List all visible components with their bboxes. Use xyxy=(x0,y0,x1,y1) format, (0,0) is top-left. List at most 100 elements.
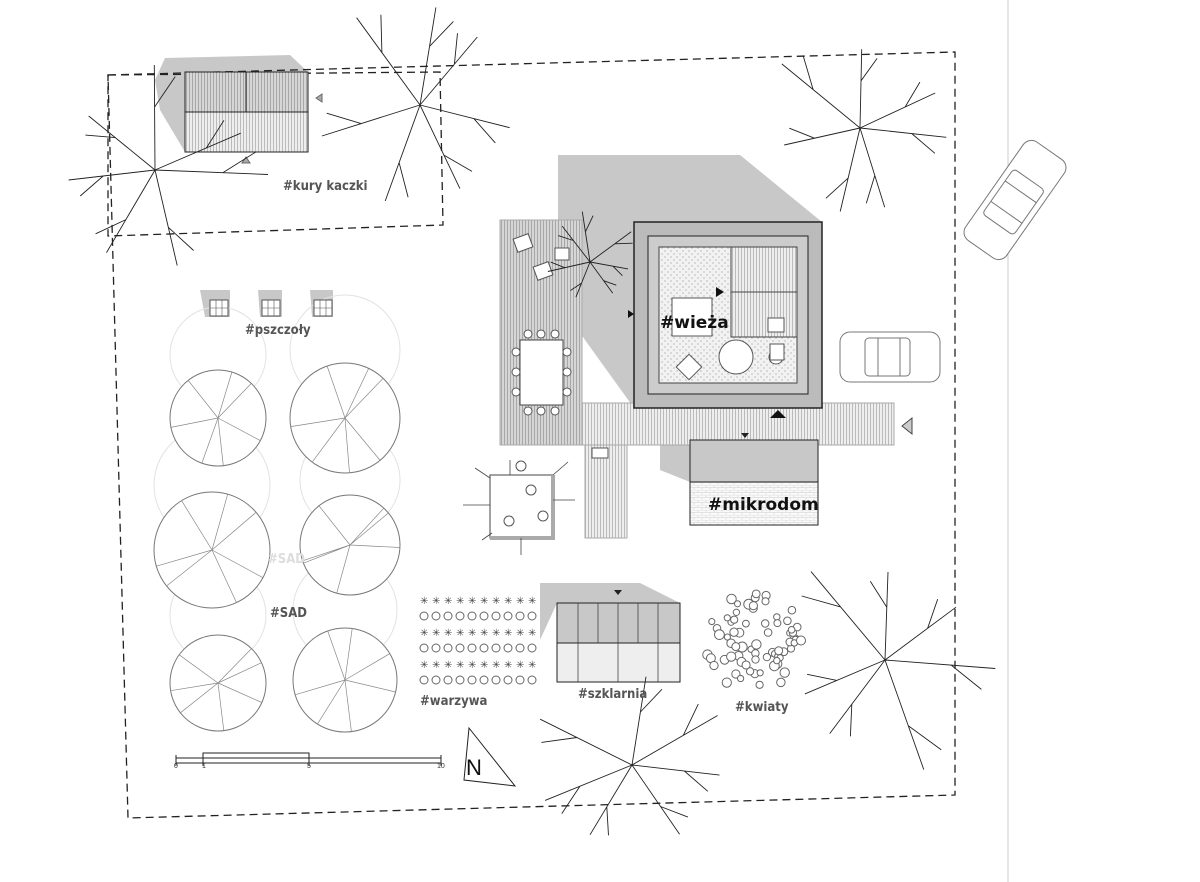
vegetable-plant: ✳ xyxy=(456,596,464,607)
vegetable-plant xyxy=(527,643,537,653)
trees xyxy=(68,7,996,836)
orchard-tree-branches xyxy=(170,648,262,731)
orchard-tree xyxy=(299,494,401,596)
flower xyxy=(741,619,750,628)
flower xyxy=(773,656,781,665)
vegetable-plant: ✳ xyxy=(516,596,524,607)
flower xyxy=(751,655,760,664)
vegetable-plant xyxy=(455,643,465,653)
car xyxy=(963,139,1067,261)
flower xyxy=(787,626,796,634)
chicken-coop xyxy=(184,71,323,164)
vegetable-plant: ✳ xyxy=(528,628,536,639)
vegetable-plant: ✳ xyxy=(492,628,500,639)
flower xyxy=(709,660,719,671)
flower xyxy=(779,667,790,678)
flower xyxy=(795,635,807,646)
flower xyxy=(755,680,764,689)
label-orchard-ghost: #SAD xyxy=(268,552,305,567)
vegetable-plant: ✳ xyxy=(420,596,428,607)
scale-tick: 1 xyxy=(202,763,206,770)
entrance-marker-icon xyxy=(315,93,323,103)
orchard-tree-branches xyxy=(170,371,261,466)
scale-tick: 10 xyxy=(437,763,445,770)
vegetable-plant xyxy=(479,643,489,653)
scale-tick: 0 xyxy=(174,763,178,770)
tree xyxy=(68,64,269,266)
vegetable-plant xyxy=(455,611,465,621)
deck xyxy=(499,219,913,539)
vegetable-plant xyxy=(479,611,489,621)
flower xyxy=(761,597,770,606)
flower xyxy=(730,615,739,624)
flower xyxy=(763,628,773,637)
orchard-tree-branches xyxy=(156,494,264,603)
vegetable-plant xyxy=(467,611,477,621)
vegetable-plant: ✳ xyxy=(432,628,440,639)
vegetable-plant xyxy=(503,611,513,621)
flower xyxy=(776,677,786,688)
tower: #wieża xyxy=(628,221,823,418)
north-arrow: N xyxy=(463,726,517,787)
vegetable-plant xyxy=(491,643,501,653)
vegetable-plant xyxy=(431,611,441,621)
tree xyxy=(781,49,947,212)
label-microhouse: #mikrodom xyxy=(708,495,819,515)
vegetable-plant: ✳ xyxy=(504,596,512,607)
vegetable-plant xyxy=(515,675,525,685)
flower xyxy=(748,601,758,611)
vegetable-plant xyxy=(479,675,489,685)
vegetable-plant xyxy=(491,675,501,685)
flower xyxy=(708,618,716,626)
tree xyxy=(539,676,720,836)
vegetable-plant: ✳ xyxy=(516,660,524,671)
flower xyxy=(745,667,755,676)
entrance-marker-icon xyxy=(901,416,913,436)
vegetable-plant xyxy=(467,643,477,653)
orchard-tree xyxy=(289,362,401,474)
tree xyxy=(321,7,510,202)
vegetable-plant: ✳ xyxy=(468,660,476,671)
microhouse: #mikrodom xyxy=(689,433,819,526)
vegetable-plant xyxy=(431,675,441,685)
orchard-tree xyxy=(292,627,398,733)
vegetable-plant xyxy=(455,675,465,685)
label-tower: #wieża xyxy=(660,313,729,333)
vegetable-plant: ✳ xyxy=(516,628,524,639)
label-poultry: #kury kaczki xyxy=(283,179,368,194)
north-label: N xyxy=(466,755,482,780)
vegetable-plant: ✳ xyxy=(432,596,440,607)
flower xyxy=(762,652,772,662)
orchard-tree xyxy=(169,369,267,467)
vegetable-plant xyxy=(467,675,477,685)
vegetable-plant xyxy=(503,643,513,653)
flower xyxy=(733,600,742,608)
car xyxy=(839,331,941,383)
flower xyxy=(736,674,745,683)
flower xyxy=(773,613,781,621)
vegetable-plant: ✳ xyxy=(432,660,440,671)
plant-beds: ✳✳✳✳✳✳✳✳✳✳✳✳✳✳✳✳✳✳✳✳✳✳✳✳✳✳✳✳✳✳ xyxy=(419,589,807,689)
tree xyxy=(801,571,996,770)
vegetable-plant xyxy=(503,675,513,685)
vegetable-plant xyxy=(491,611,501,621)
flower xyxy=(714,629,725,640)
vegetable-plant xyxy=(515,611,525,621)
orchard xyxy=(153,294,401,733)
vegetable-plant: ✳ xyxy=(420,628,428,639)
vegetable-plant: ✳ xyxy=(504,660,512,671)
vegetable-plant xyxy=(431,643,441,653)
vegetable-plant: ✳ xyxy=(480,660,488,671)
orchard-tree xyxy=(153,491,271,609)
vegetable-plant: ✳ xyxy=(528,596,536,607)
vegetable-plant xyxy=(419,611,429,621)
vegetable-plant xyxy=(419,675,429,685)
orchard-tree-branches xyxy=(302,505,400,594)
vegetable-plant: ✳ xyxy=(456,628,464,639)
vegetable-plant: ✳ xyxy=(492,596,500,607)
entrance-marker-icon xyxy=(770,410,786,418)
flower xyxy=(761,619,770,628)
flower xyxy=(751,639,762,650)
flower xyxy=(726,593,737,605)
